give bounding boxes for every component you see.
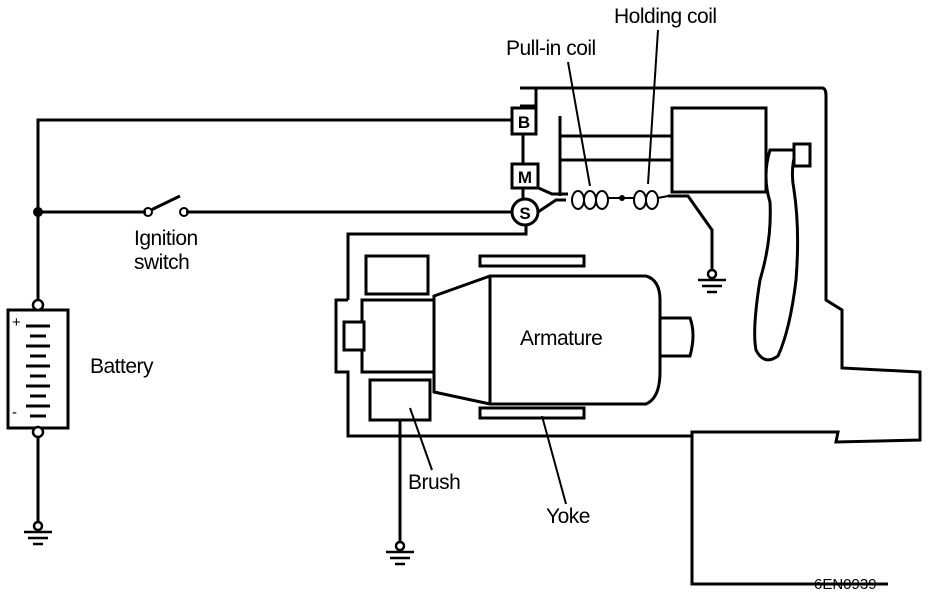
terminal-s: S bbox=[510, 197, 540, 227]
shift-lever bbox=[753, 148, 800, 362]
starter-housing bbox=[520, 86, 922, 586]
terminal-m: M bbox=[510, 162, 540, 190]
terminal-b-label: B bbox=[518, 113, 530, 132]
ground-icon-brush bbox=[386, 540, 414, 566]
holding-coil-ground-wire bbox=[668, 194, 714, 272]
lever-pivot bbox=[792, 142, 812, 168]
brush-label: Brush bbox=[408, 471, 461, 494]
ignition-switch-label-line1: Ignition bbox=[134, 227, 198, 250]
armature-label: Armature bbox=[520, 327, 603, 350]
commutator-block bbox=[360, 298, 436, 374]
m-to-pullin-wire bbox=[533, 184, 568, 196]
armature-body bbox=[432, 274, 662, 406]
holding-coil-label: Holding coil bbox=[614, 5, 717, 28]
terminal-s-label: S bbox=[519, 204, 530, 223]
holding-coil-winding bbox=[633, 190, 659, 210]
yoke-bottom bbox=[478, 406, 586, 420]
yoke-label: Yoke bbox=[546, 505, 590, 528]
battery-symbol bbox=[6, 298, 70, 439]
motor-case bbox=[334, 298, 692, 438]
s-to-coil-wire bbox=[537, 198, 566, 214]
armature-shaft bbox=[660, 316, 695, 358]
s-to-field-wire bbox=[346, 226, 528, 300]
ignition-switch-label-line2: switch bbox=[134, 251, 190, 274]
terminal-m-label: M bbox=[518, 168, 532, 187]
battery-label: Battery bbox=[90, 355, 154, 378]
battery-plus-mark: + bbox=[12, 314, 21, 331]
solenoid bbox=[558, 106, 768, 210]
wiring bbox=[33, 118, 714, 545]
brush-block bbox=[368, 378, 432, 422]
field-pole-upper bbox=[364, 254, 430, 296]
yoke-top bbox=[478, 254, 586, 268]
shaft-end-left bbox=[342, 320, 366, 352]
ground-icon-battery bbox=[24, 520, 52, 546]
terminal-b: B bbox=[510, 106, 538, 136]
ignition-switch bbox=[143, 194, 189, 217]
junction-dot bbox=[33, 207, 43, 217]
battery-minus-mark: - bbox=[12, 404, 17, 421]
battery-to-b-wire bbox=[36, 118, 512, 305]
ground-icon-holding-coil bbox=[698, 268, 726, 294]
pull-in-coil-label: Pull-in coil bbox=[506, 37, 596, 60]
figure-code: 6EN0939 bbox=[814, 576, 877, 593]
pull-in-coil-winding bbox=[571, 190, 609, 210]
